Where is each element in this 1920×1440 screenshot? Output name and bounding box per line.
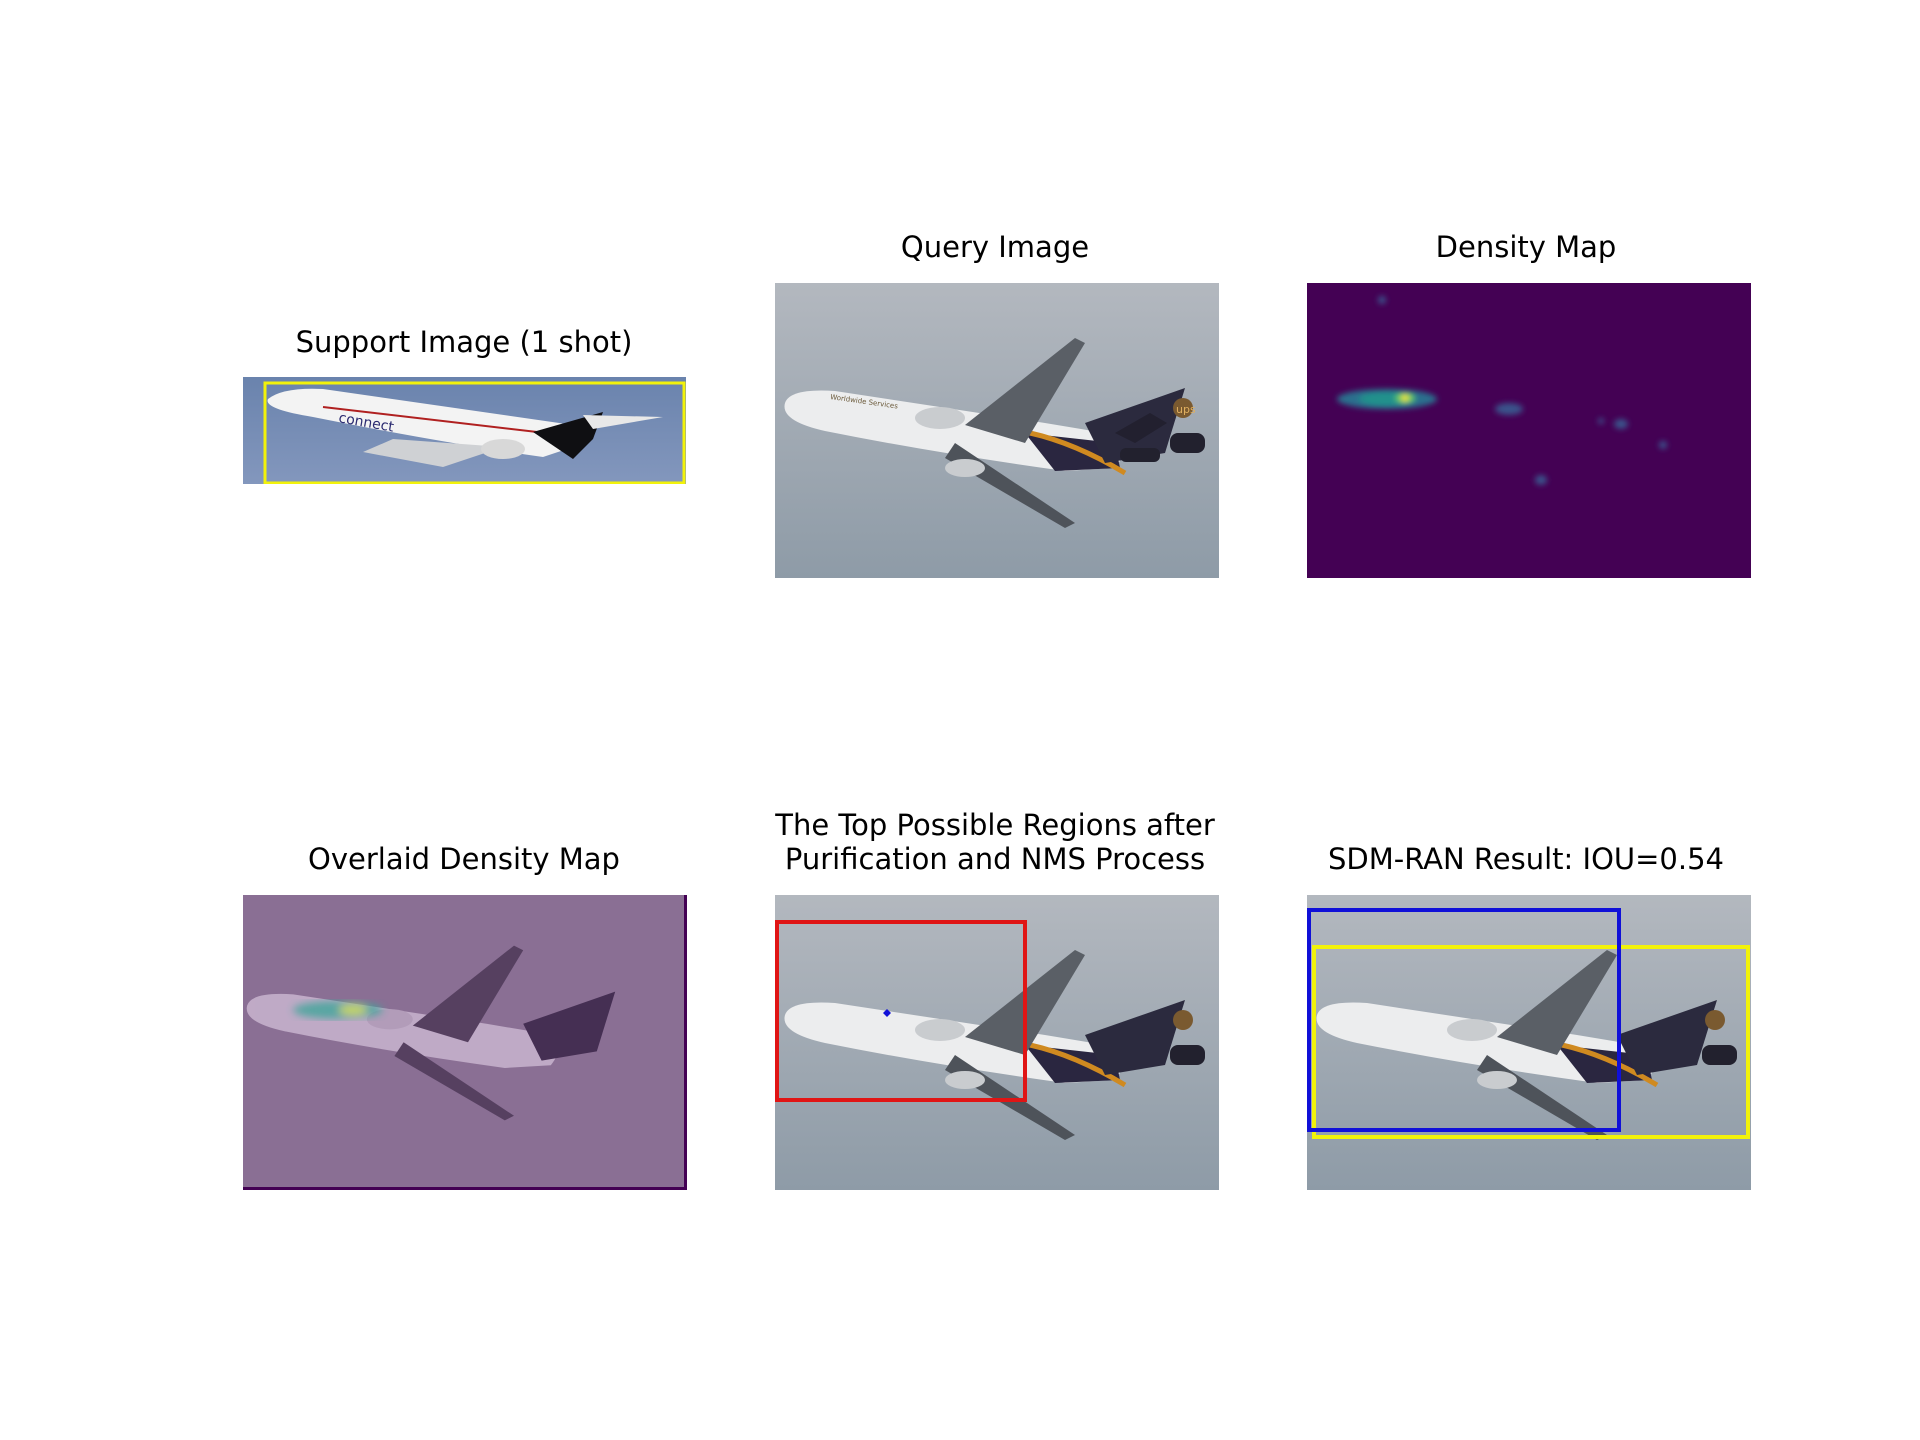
query-tail-logo: ups	[1176, 403, 1196, 416]
top-region-box	[775, 920, 1027, 1102]
top-regions-title-line1: The Top Possible Regions after	[775, 808, 1215, 842]
top-regions-image	[775, 895, 1219, 1190]
ground-truth-box	[1312, 945, 1750, 1139]
support-image-title: Support Image (1 shot)	[295, 325, 633, 359]
support-image-panel: connect	[243, 377, 686, 484]
query-image-title: Query Image	[900, 230, 1090, 264]
top-regions-title: The Top Possible Regions after Purificat…	[695, 808, 1295, 876]
density-map-title: Density Map	[1435, 230, 1617, 264]
overlaid-density-image	[243, 895, 687, 1190]
support-aircraft-image: connect	[243, 377, 686, 484]
top-regions-panel	[775, 895, 1219, 1190]
query-aircraft-image: ups Worldwide Services	[775, 283, 1219, 578]
overlaid-density-title: Overlaid Density Map	[308, 842, 620, 876]
result-panel	[1307, 895, 1751, 1190]
result-image	[1307, 895, 1751, 1190]
density-peak-marker	[883, 1009, 891, 1017]
overlaid-density-panel	[243, 895, 687, 1190]
result-title: SDM-RAN Result: IOU=0.54	[1327, 842, 1725, 876]
density-heatmap	[1307, 283, 1751, 578]
top-regions-title-line2: Purification and NMS Process	[784, 842, 1206, 876]
prediction-box	[1307, 908, 1621, 1132]
query-image-panel: ups Worldwide Services	[775, 283, 1219, 578]
density-map-panel	[1307, 283, 1751, 578]
support-annotation-box	[263, 381, 686, 484]
